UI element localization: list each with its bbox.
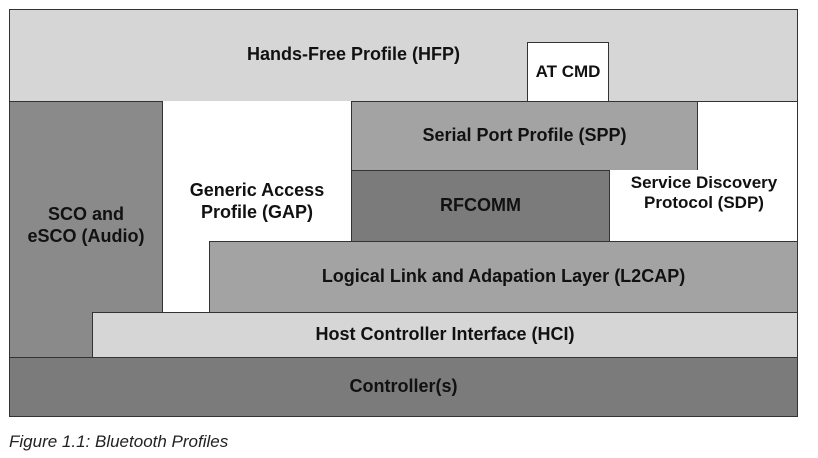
hfp-block: Hands-Free Profile (HFP)	[9, 9, 798, 102]
rfcomm-block: RFCOMM	[351, 170, 610, 242]
figure-caption: Figure 1.1: Bluetooth Profiles	[9, 432, 229, 451]
at-cmd-label: AT CMD	[535, 62, 601, 82]
spp-block: Serial Port Profile (SPP)	[351, 101, 698, 171]
gap-block: Generic Access Profile (GAP)	[163, 101, 351, 241]
spp-label: Serial Port Profile (SPP)	[422, 125, 627, 146]
rfcomm-label: RFCOMM	[440, 195, 521, 216]
controller-block: Controller(s)	[9, 357, 798, 417]
hci-block: Host Controller Interface (HCI)	[92, 312, 798, 358]
sdp-label: Service Discovery Protocol (SDP)	[630, 173, 778, 213]
at-cmd-block: AT CMD	[527, 42, 609, 102]
sco-esco-label: SCO and eSCO (Audio)	[27, 203, 145, 246]
hfp-label: Hands-Free Profile (HFP)	[246, 44, 461, 64]
gap-label: Generic Access Profile (GAP)	[189, 180, 325, 222]
l2cap-label: Logical Link and Adapation Layer (L2CAP)	[321, 266, 686, 287]
sdp-block: Service Discovery Protocol (SDP)	[610, 170, 798, 242]
sco-esco-block: SCO and eSCO (Audio)	[9, 101, 163, 358]
controller-label: Controller(s)	[349, 376, 458, 397]
l2cap-block: Logical Link and Adapation Layer (L2CAP)	[209, 241, 798, 313]
hci-label: Host Controller Interface (HCI)	[315, 324, 575, 345]
